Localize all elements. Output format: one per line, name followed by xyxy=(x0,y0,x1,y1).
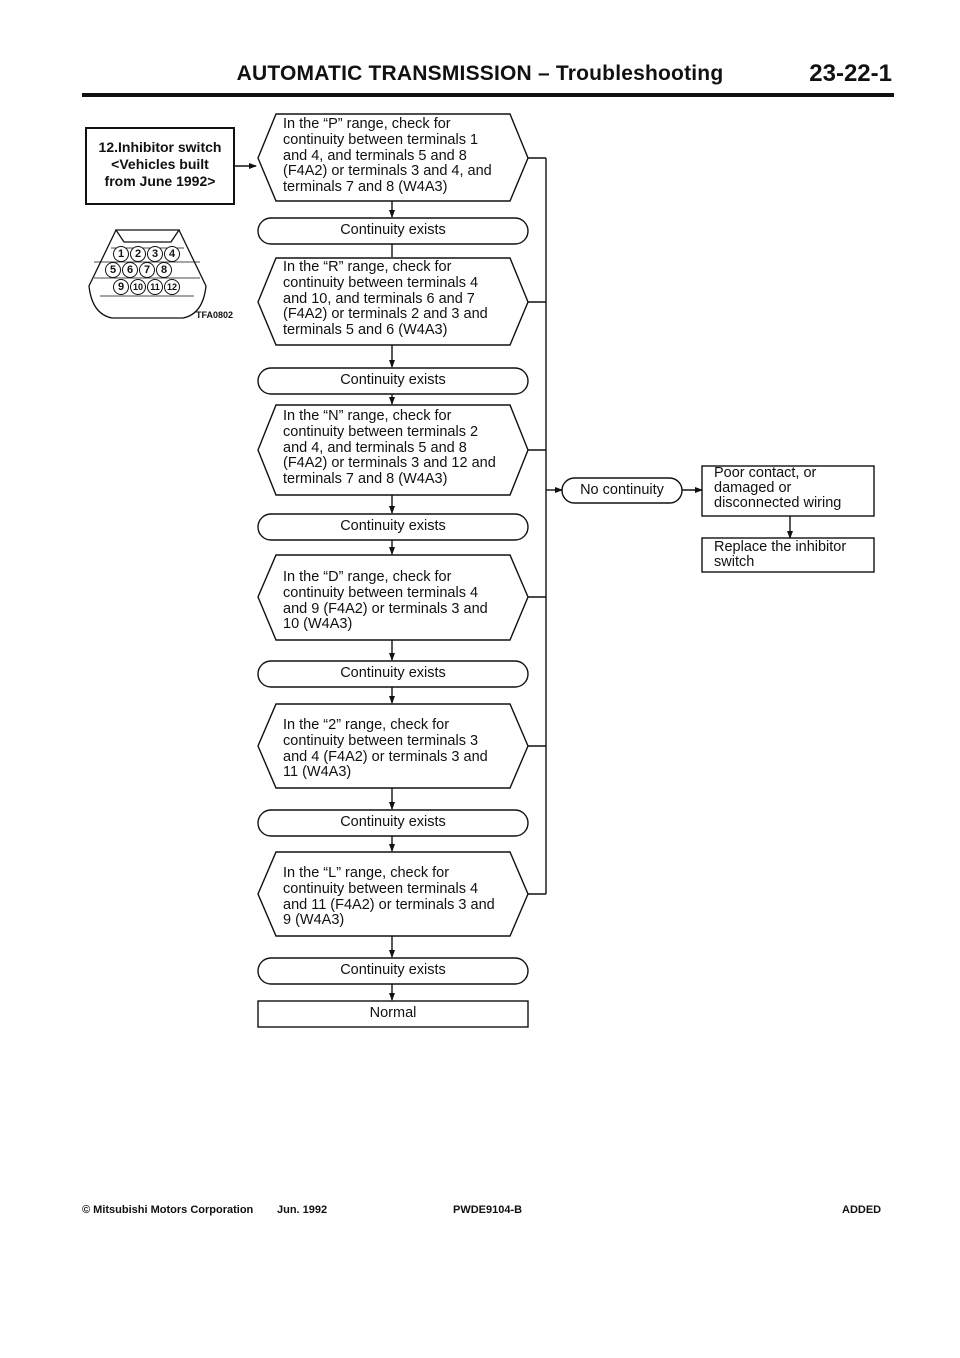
step-line: terminals 7 and 8 (W4A3) xyxy=(283,179,448,196)
step-line: and 4 (F4A2) or terminals 3 and xyxy=(283,748,488,765)
step-line: In the “R” range, check for xyxy=(283,259,452,275)
step-line: continuity between terminals 2 xyxy=(283,423,479,440)
section-title-line: 12.Inhibitor switch xyxy=(98,139,222,155)
footer-date: Jun. 1992 xyxy=(277,1204,328,1216)
step-hex-2 xyxy=(257,257,529,346)
step-line: and 9 (F4A2) or terminals 3 and xyxy=(283,600,488,617)
step-line: continuity between terminals 1 xyxy=(283,131,479,148)
continuity-exists-label: Continuity exists xyxy=(340,372,446,388)
connector-pin: 9 xyxy=(113,279,129,295)
step-line: and 10, and terminals 6 and 7 xyxy=(283,290,475,307)
normal-label: Normal xyxy=(369,1005,417,1021)
header-rule xyxy=(82,93,894,97)
result-pill-5 xyxy=(257,809,529,837)
step-line: and 11 (F4A2) or terminals 3 and xyxy=(283,896,495,913)
result-pill-3 xyxy=(257,513,529,541)
continuity-exists-label: Continuity exists xyxy=(340,814,446,830)
step-line: terminals 7 and 8 (W4A3) xyxy=(283,471,448,488)
connector-pin: 5 xyxy=(105,262,121,278)
remedy-box xyxy=(701,537,875,573)
step-hex-5 xyxy=(257,703,529,789)
continuity-exists-label: Continuity exists xyxy=(340,665,446,681)
fault-box xyxy=(701,465,875,517)
normal-box xyxy=(257,1000,529,1028)
connector-pin: 7 xyxy=(139,262,155,278)
fault-line: damaged or xyxy=(714,480,792,496)
connector-pin: 8 xyxy=(156,262,172,278)
step-line: 10 (W4A3) xyxy=(283,616,353,633)
step-line: In the “D” range, check for xyxy=(283,569,452,585)
no-continuity-label: No continuity xyxy=(580,482,664,498)
fault-text: Poor contact, or damaged or disconnected… xyxy=(714,466,874,511)
connector-pin: 6 xyxy=(122,262,138,278)
fault-line: disconnected wiring xyxy=(714,495,842,511)
step-line: (F4A2) or terminals 3 and 4, and xyxy=(283,163,492,180)
page-number: 23-22-1 xyxy=(809,60,892,87)
step-line: and 4, and terminals 5 and 8 xyxy=(283,147,467,164)
section-title-line: <Vehicles built xyxy=(111,156,209,172)
step-line: continuity between terminals 3 xyxy=(283,732,479,749)
step-hex-6 xyxy=(257,851,529,937)
footer-copyright: © Mitsubishi Motors Corporation xyxy=(82,1204,254,1216)
step-hex-3 xyxy=(257,404,529,496)
result-pill-6 xyxy=(257,957,529,985)
step-line: 11 (W4A3) xyxy=(283,764,352,781)
step-line: In the “2” range, check for xyxy=(283,717,450,733)
connector-pin: 11 xyxy=(147,279,163,295)
step-line: In the “P” range, check for xyxy=(283,116,451,132)
result-pill-4 xyxy=(257,660,529,688)
continuity-exists-label: Continuity exists xyxy=(340,518,446,534)
connector-pin: 4 xyxy=(164,246,180,262)
figure-code: TFA0802 xyxy=(196,310,234,320)
fault-line: Poor contact, or xyxy=(714,465,817,481)
connector-pin: 2 xyxy=(130,246,146,262)
remedy-line: Replace the inhibitor xyxy=(714,539,847,555)
step-line: (F4A2) or terminals 3 and 12 and xyxy=(283,455,496,472)
step-line: In the “L” range, check for xyxy=(283,865,450,881)
step-line: continuity between terminals 4 xyxy=(283,584,479,601)
connector-pin: 12 xyxy=(164,279,180,295)
result-pill-2 xyxy=(257,367,529,395)
step-line: and 4, and terminals 5 and 8 xyxy=(283,439,467,456)
section-title: 12.Inhibitor switch <Vehicles built from… xyxy=(86,139,234,190)
footer-status: ADDED xyxy=(842,1204,882,1216)
connector-pin: 1 xyxy=(113,246,129,262)
continuity-exists-label: Continuity exists xyxy=(340,222,446,238)
step-line: 9 (W4A3) xyxy=(283,912,345,929)
step-line: In the “N” range, check for xyxy=(283,408,452,424)
connector-pin: 10 xyxy=(130,279,146,295)
remedy-line: switch xyxy=(714,554,755,570)
step-line: continuity between terminals 4 xyxy=(283,274,479,291)
step-line: (F4A2) or terminals 2 and 3 and xyxy=(283,306,488,323)
section-title-line: from June 1992> xyxy=(104,173,216,189)
step-line: terminals 5 and 6 (W4A3) xyxy=(283,322,448,339)
connector-pin: 3 xyxy=(147,246,163,262)
page-title: AUTOMATIC TRANSMISSION – Troubleshooting xyxy=(236,62,724,85)
result-pill-1 xyxy=(257,217,529,245)
remedy-text: Replace the inhibitor switch xyxy=(714,540,874,570)
step-hex-1 xyxy=(257,113,529,202)
footer-code: PWDE9104-B xyxy=(453,1204,523,1216)
step-line: continuity between terminals 4 xyxy=(283,880,479,897)
continuity-exists-label: Continuity exists xyxy=(340,962,446,978)
step-hex-4 xyxy=(257,554,529,641)
